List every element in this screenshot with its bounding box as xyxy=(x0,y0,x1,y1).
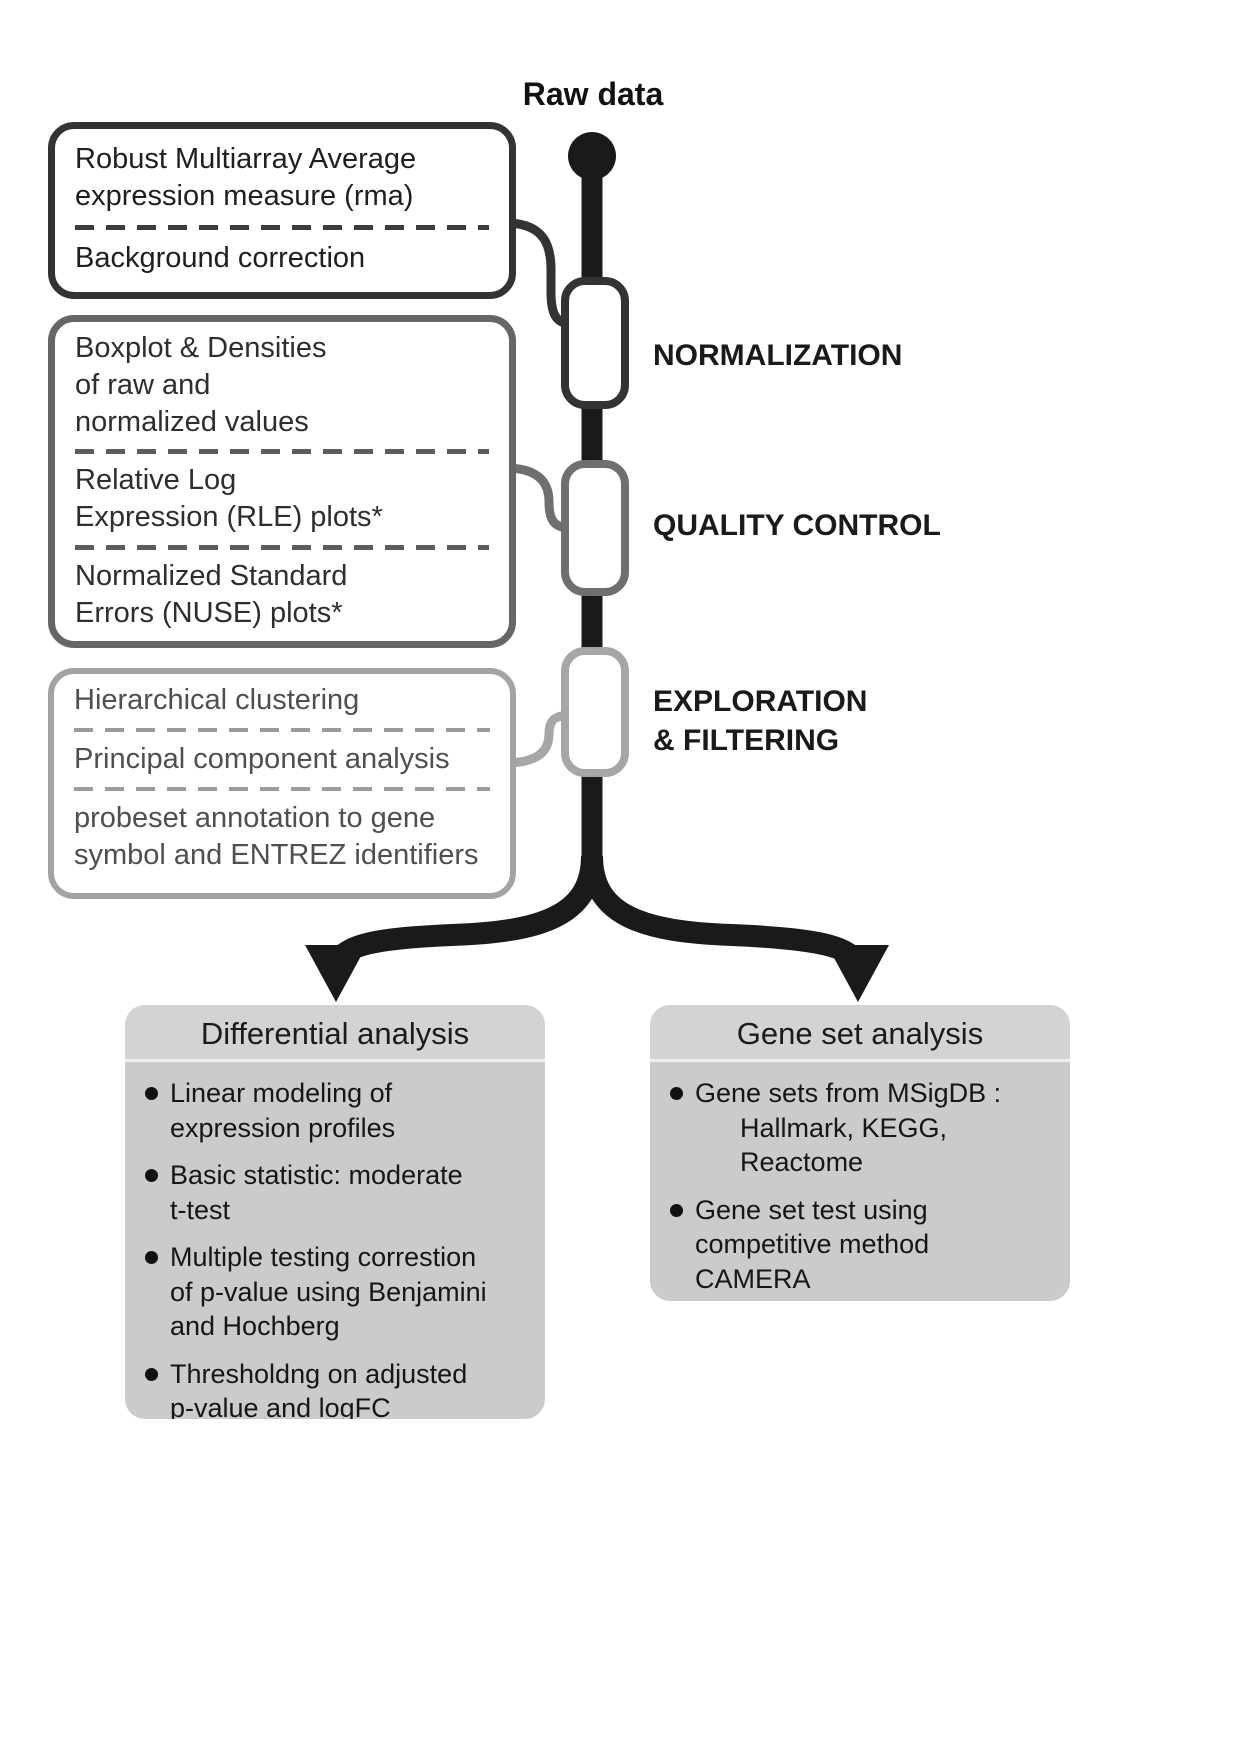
bullet-text: Gene set test using competitive method C… xyxy=(695,1194,930,1294)
dashed-divider xyxy=(75,449,489,455)
bullet-text: Linear modeling of expression profiles xyxy=(170,1078,396,1143)
panel-separator xyxy=(125,1059,545,1062)
method-background-correction: Background correction xyxy=(75,242,366,275)
panel-title: Gene set analysis xyxy=(650,1005,1070,1059)
method-probeset-annotation: probeset annotation to gene symbol and E… xyxy=(74,802,479,872)
method-hierarchical-clustering: Hierarchical clustering xyxy=(74,684,360,716)
branch-right xyxy=(581,855,869,971)
bullet-item: Basic statistic: moderate t-test xyxy=(139,1158,529,1227)
dashed-divider xyxy=(75,225,489,231)
normalization-node xyxy=(561,277,629,409)
bullet-dot-icon xyxy=(670,1203,683,1217)
stage-label-quality-control: QUALITY CONTROL xyxy=(653,509,941,542)
dashed-divider xyxy=(74,787,490,792)
gene-set-analysis-panel: Gene set analysis Gene sets from MSigDB … xyxy=(650,1005,1070,1301)
arrowhead-left-icon xyxy=(305,945,367,1002)
bullet-text: Multiple testing correstion of p-value u… xyxy=(170,1242,487,1342)
bullet-item: Multiple testing correstion of p-value u… xyxy=(139,1240,529,1344)
bullet-item: Gene set test using competitive method C… xyxy=(664,1193,1054,1297)
dashed-divider xyxy=(74,728,490,733)
method-nuse-plots: Normalized Standard Errors (NUSE) plots* xyxy=(75,559,348,629)
stage-label-normalization: NORMALIZATION xyxy=(653,339,903,372)
method-rma: Robust Multiarray Average expression mea… xyxy=(75,143,417,213)
raw-data-label: Raw data xyxy=(522,76,664,112)
quality-control-methods-box: Boxplot & Densities of raw and normalize… xyxy=(48,315,516,648)
quality-control-node xyxy=(561,460,629,596)
panel-separator xyxy=(650,1059,1070,1062)
bullet-text: Thresholdng on adjusted p-value and logF… xyxy=(170,1358,468,1419)
method-pca: Principal component analysis xyxy=(74,743,450,776)
normalization-methods-box: Robust Multiarray Average expression mea… xyxy=(48,122,516,299)
method-boxplot-densities: Boxplot & Densities of raw and normalize… xyxy=(75,332,327,439)
panel-body: Linear modeling of expression profiles B… xyxy=(125,1062,545,1419)
exploration-node xyxy=(561,647,629,777)
bullet-dot-icon xyxy=(145,1087,158,1100)
bullet-dot-icon xyxy=(145,1251,158,1265)
panel-body: Gene sets from MSigDB : Hallmark, KEGG, … xyxy=(650,1062,1070,1301)
connector-exploration xyxy=(507,710,569,768)
bullet-text: Basic statistic: moderate t-test xyxy=(170,1160,463,1225)
method-rle-plots: Relative Log Expression (RLE) plots* xyxy=(75,464,383,534)
arrowhead-right-icon xyxy=(827,945,889,1002)
bullet-text: Gene sets from MSigDB : Hallmark, KEGG, … xyxy=(695,1078,1002,1178)
panel-title: Differential analysis xyxy=(125,1005,545,1059)
connector-quality-control xyxy=(507,463,569,533)
bullet-item: Linear modeling of expression profiles xyxy=(139,1076,529,1145)
bullet-dot-icon xyxy=(145,1367,158,1381)
bullet-item: Thresholdng on adjusted p-value and logF… xyxy=(139,1357,529,1419)
dashed-divider xyxy=(75,544,489,550)
bullet-dot-icon xyxy=(670,1087,683,1100)
exploration-methods-box: Hierarchical clustering Principal compon… xyxy=(48,668,516,899)
bullet-item: Gene sets from MSigDB : Hallmark, KEGG, … xyxy=(664,1076,1054,1180)
differential-analysis-panel: Differential analysis Linear modeling of… xyxy=(125,1005,545,1419)
connector-normalization xyxy=(507,218,570,329)
bullet-dot-icon xyxy=(145,1169,158,1183)
stage-label-exploration-filtering: EXPLORATION & FILTERING xyxy=(653,685,868,757)
